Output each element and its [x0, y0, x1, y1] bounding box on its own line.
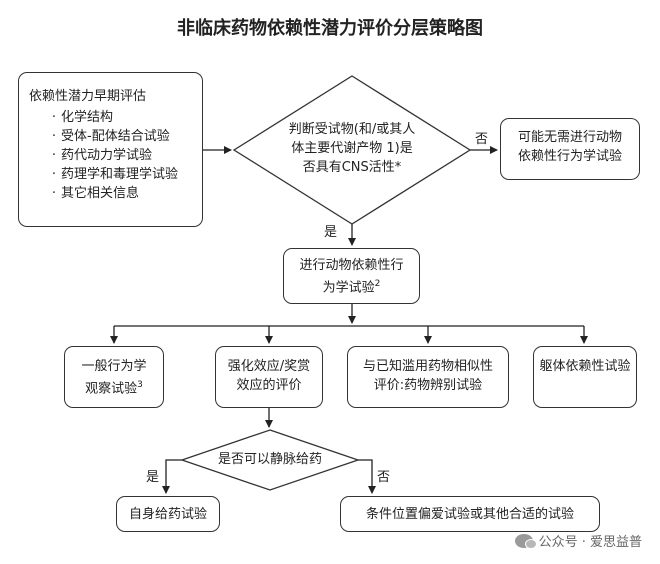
list-item: ·化学结构 [51, 110, 114, 125]
no-animal-test-box: 可能无需进行动物 依赖性行为学试验 [500, 118, 640, 180]
edge-label-no: 否 [475, 132, 489, 147]
edge-label-no: 否 [377, 470, 391, 485]
watermark: 公众号 · 爱思益普 [514, 531, 642, 550]
list-item: ·药理学和毒理学试验 [51, 167, 179, 182]
watermark-text: 公众号 · 爱思益普 [538, 535, 642, 550]
edge-label-yes: 是 [324, 225, 338, 240]
arrow-iv-yes [162, 459, 182, 494]
decision-cns-text: 判断受试物(和/或其人 体主要代谢产物 1)是 否具有CNS活性* [288, 122, 416, 175]
drug-discrimination-test-box: 与已知滥用药物相似性 评价:药物辨别试验 [347, 346, 509, 408]
list-item: ·其它相关信息 [51, 186, 140, 201]
wechat-icon [514, 533, 537, 549]
edge-label-yes: 是 [146, 470, 160, 485]
list-item: ·受体-配体结合试验 [51, 129, 170, 144]
general-behavior-test-box: 一般行为学 观察试验3 [64, 346, 164, 408]
reinforcement-test-box: 强化效应/奖赏 效应的评价 [215, 346, 323, 408]
animal-dependency-test-box: 进行动物依赖性行 为学试验2 [283, 248, 420, 304]
physical-dependency-test-box: 躯体依赖性试验 [533, 346, 637, 408]
conditioned-place-preference-box: 条件位置偏爱试验或其他合适的试验 [340, 496, 600, 532]
self-administration-test-box: 自身给药试验 [116, 496, 220, 532]
decision-diamond-iv [179, 429, 361, 491]
early-evaluation-heading: 依赖性潜力早期评估 [29, 89, 147, 104]
decision-iv-text: 是否可以静脉给药 [217, 452, 322, 467]
page-title: 非临床药物依赖性潜力评价分层策略图 [177, 18, 483, 39]
early-evaluation-box: 依赖性潜力早期评估 ·化学结构 ·受体-配体结合试验 ·药代动力学试验 ·药理学… [18, 72, 203, 227]
list-item: ·药代动力学试验 [51, 148, 153, 163]
arrow-iv-no [358, 459, 376, 494]
